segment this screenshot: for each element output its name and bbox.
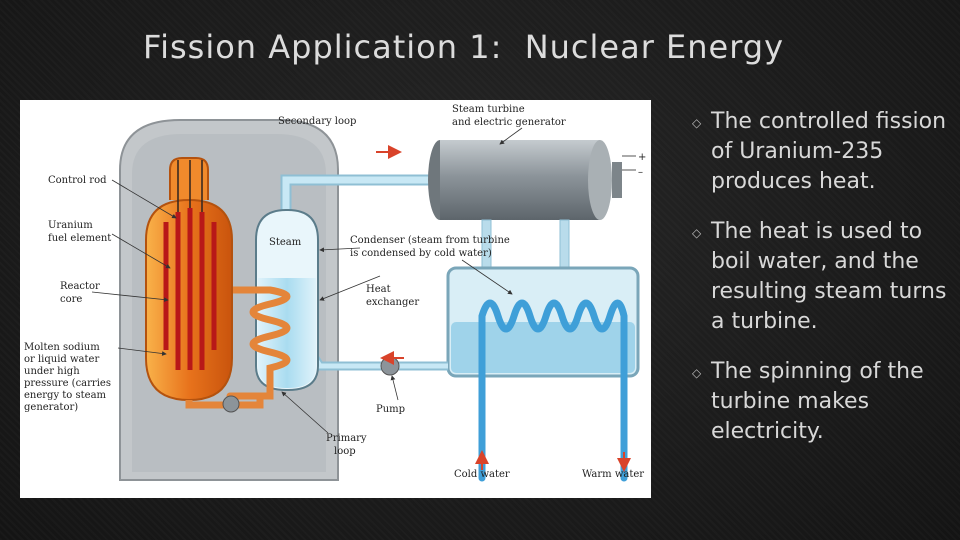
label-secondary-loop: Secondary loop [278, 116, 356, 127]
bullet-item: ◇ The spinning of the turbine makes elec… [692, 357, 954, 447]
bullet-item: ◇ The controlled fission of Uranium-235 … [692, 107, 954, 197]
control-rods [163, 208, 217, 370]
label-cold-water: Cold water [454, 469, 510, 480]
label-condenser: Condenser (steam from turbine is condens… [350, 235, 513, 259]
diamond-outline-icon: ◇ [692, 366, 702, 380]
bullet-item: ◇ The heat is used to boil water, and th… [692, 217, 954, 337]
reactor-diagram: + – [20, 100, 651, 498]
label-steam: Steam [269, 237, 302, 248]
heat-exchanger-coil [226, 286, 291, 400]
bullet-list: ◇ The controlled fission of Uranium-235 … [692, 107, 954, 467]
steam-turbine [428, 140, 636, 220]
diamond-outline-icon: ◇ [692, 226, 702, 240]
label-reactor-core: Reactor core [60, 281, 103, 305]
label-warm-water: Warm water [582, 469, 644, 480]
label-steam-turbine: Steam turbine and electric generator [452, 104, 566, 128]
slide-title: Fission Application 1: Nuclear Energy [143, 28, 785, 66]
bullet-text: The spinning of the turbine makes electr… [711, 359, 924, 444]
label-heat-exchanger: Heat exchanger [366, 284, 419, 308]
condenser-coil [478, 299, 628, 482]
generator-minus-terminal: – [638, 167, 643, 178]
primary-pump [222, 395, 240, 413]
generator-plus-terminal: + [638, 152, 646, 163]
label-control-rod: Control rod [48, 175, 107, 186]
bullet-text: The heat is used to boil water, and the … [711, 219, 947, 334]
diamond-outline-icon: ◇ [692, 116, 702, 130]
bullet-text: The controlled fission of Uranium-235 pr… [711, 109, 947, 194]
label-primary-loop: Primary loop [326, 433, 370, 457]
label-pump: Pump [376, 404, 405, 415]
reactor-diagram-svg: + – [24, 104, 646, 482]
secondary-pump [380, 356, 400, 376]
label-fuel-element: Uranium fuel element [48, 220, 111, 244]
label-molten-sodium: Molten sodium or liquid water under high… [24, 342, 114, 413]
